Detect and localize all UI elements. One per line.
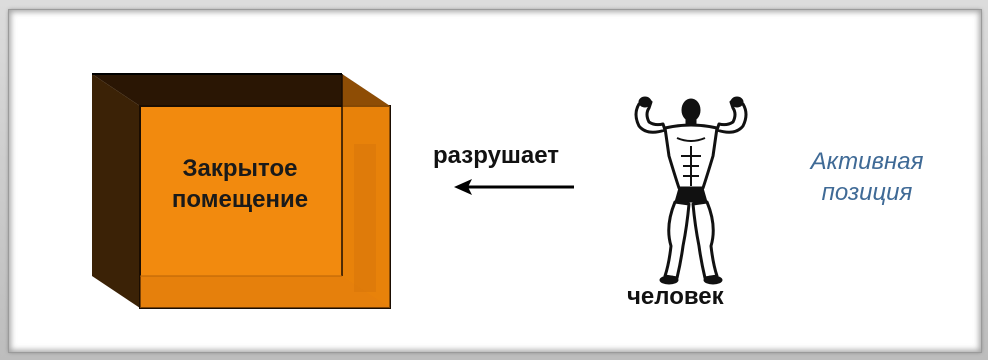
bodybuilder-figure-icon bbox=[634, 96, 748, 285]
closed-room-box bbox=[92, 73, 391, 309]
box-side-face bbox=[92, 74, 140, 308]
box-top-face bbox=[92, 74, 390, 106]
destroys-label: разрушает bbox=[433, 142, 560, 169]
left-arrow-icon bbox=[454, 179, 574, 195]
person-label: человек bbox=[627, 283, 724, 310]
